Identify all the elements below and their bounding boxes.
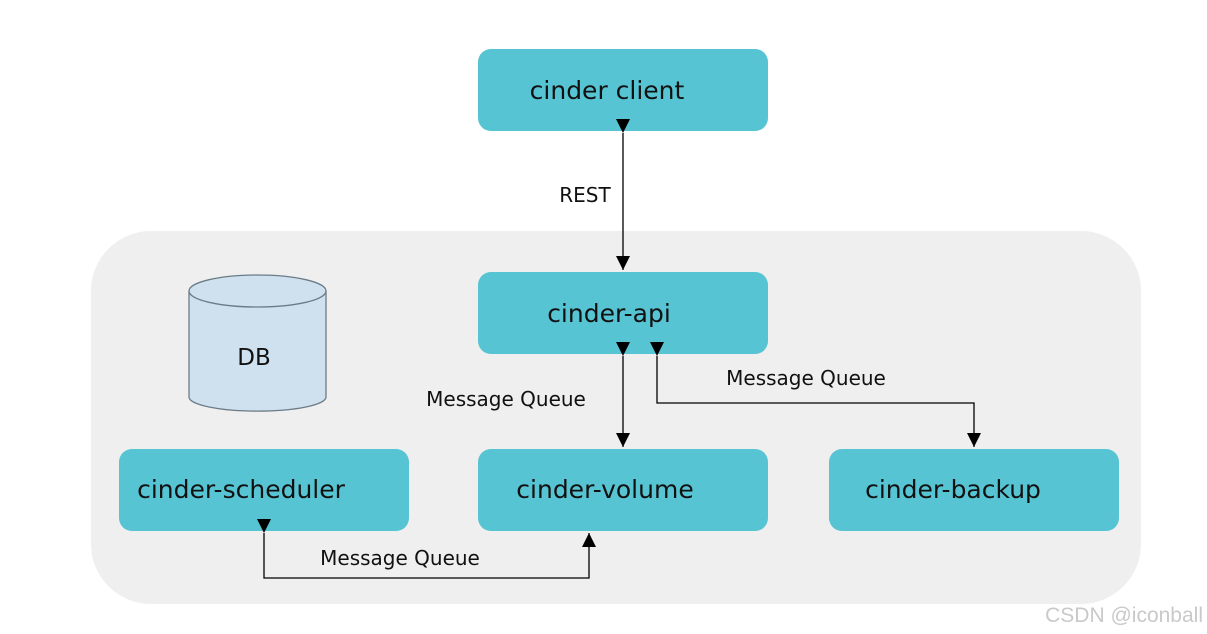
edge-api-backup: Message Queue: [650, 342, 981, 447]
node-cinder-volume-label: cinder-volume: [516, 475, 693, 504]
watermark-text: CSDN @iconball: [1045, 604, 1203, 627]
edge-api-volume-label: Message Queue: [426, 387, 586, 411]
node-cinder-api: cinder-api: [478, 272, 768, 354]
node-cinder-client-label: cinder client: [530, 76, 685, 105]
edge-client-api: REST: [559, 119, 630, 270]
node-cinder-backup-label: cinder-backup: [865, 475, 1041, 504]
node-cinder-scheduler-label: cinder-scheduler: [137, 475, 346, 504]
edge-api-backup-line: [650, 342, 981, 447]
database-cylinder-body: [188, 291, 327, 412]
edge-scheduler-volume: Message Queue: [257, 519, 596, 579]
node-cinder-client: cinder client: [478, 49, 768, 131]
edge-scheduler-volume-label: Message Queue: [320, 546, 480, 570]
edge-api-volume: Message Queue: [426, 342, 630, 447]
edge-scheduler-volume-line: [257, 519, 596, 579]
database-cylinder-top: [188, 274, 327, 308]
node-cinder-api-label: cinder-api: [547, 299, 671, 328]
node-cinder-backup: cinder-backup: [829, 449, 1119, 531]
node-cinder-scheduler-box: [119, 449, 409, 531]
database-cylinder: DB: [188, 274, 327, 412]
node-cinder-volume: cinder-volume: [478, 449, 768, 531]
edge-client-api-label: REST: [559, 183, 611, 207]
node-cinder-api-box: [478, 272, 768, 354]
edge-api-backup-label: Message Queue: [726, 366, 886, 390]
node-cinder-volume-box: [478, 449, 768, 531]
database-label: DB: [237, 345, 271, 371]
node-cinder-scheduler: cinder-scheduler: [119, 449, 409, 531]
node-cinder-client-box: [478, 49, 768, 131]
node-cinder-backup-box: [829, 449, 1119, 531]
